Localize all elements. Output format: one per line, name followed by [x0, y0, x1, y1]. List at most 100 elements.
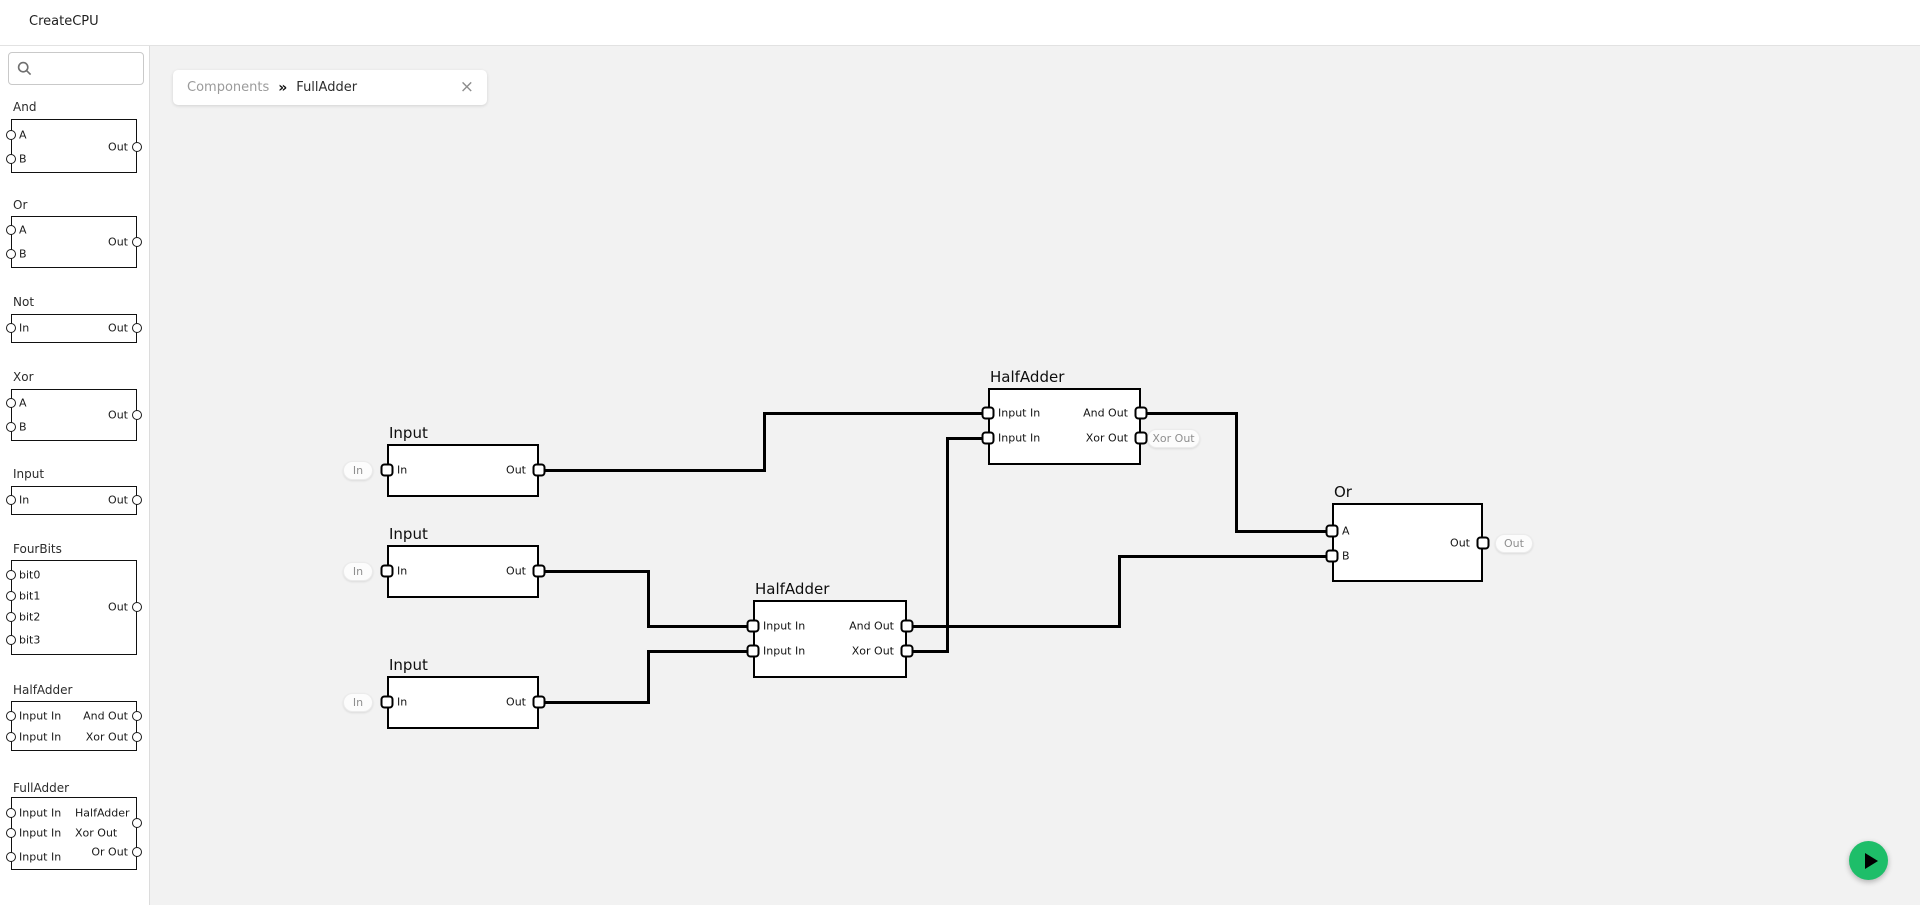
canvas-block-input-1[interactable] — [387, 444, 539, 497]
output-port[interactable] — [900, 644, 914, 658]
wire — [762, 411, 990, 415]
wire — [646, 649, 755, 653]
output-port[interactable] — [1134, 431, 1148, 445]
output-port-label: And Out — [1083, 406, 1128, 420]
output-port-label: And Out — [849, 619, 894, 633]
palette-item-or[interactable] — [11, 216, 137, 268]
external-input-pill[interactable]: In — [343, 693, 373, 712]
input-port — [6, 570, 16, 580]
output-port-label: HalfAdder — [75, 806, 130, 820]
wire — [537, 468, 766, 472]
input-port[interactable] — [380, 564, 394, 578]
palette-section-label-fulladder: FullAdder — [13, 781, 70, 795]
input-port-label: Input In — [998, 431, 1041, 445]
palette-item-xor[interactable] — [11, 389, 137, 441]
input-port-label: Input In — [763, 644, 806, 658]
canvas-block-halfadder-top[interactable] — [988, 388, 1141, 465]
output-port-label: Out — [506, 463, 526, 477]
input-port — [6, 635, 16, 645]
input-port[interactable] — [981, 431, 995, 445]
canvas-block-or-1[interactable] — [1332, 503, 1483, 582]
palette-item-and[interactable] — [11, 119, 137, 173]
output-port-label: And Out — [83, 709, 128, 723]
search-box[interactable] — [8, 52, 144, 85]
palette-section-label-fourbits: FourBits — [13, 542, 62, 556]
palette-item-fulladder[interactable] — [11, 797, 137, 870]
input-port-label: B — [19, 420, 27, 434]
chevron-double-right-icon: » — [278, 79, 288, 96]
input-port-label: B — [19, 247, 27, 261]
close-icon[interactable]: × — [459, 77, 474, 97]
output-port-label: Out — [506, 695, 526, 709]
block-title-halfadder-bottom: HalfAdder — [755, 580, 830, 598]
input-port-label: A — [19, 128, 27, 142]
input-port — [6, 225, 16, 235]
palette-section-label-or: Or — [13, 198, 28, 212]
input-port-label: In — [397, 463, 408, 477]
input-port[interactable] — [380, 695, 394, 709]
block-title-input-2: Input — [389, 525, 428, 543]
input-port — [6, 612, 16, 622]
input-port-label: In — [19, 321, 30, 335]
input-port[interactable] — [380, 463, 394, 477]
component-palette-panel — [0, 45, 150, 905]
external-input-pill[interactable]: In — [343, 461, 373, 480]
output-port-label: Out — [108, 408, 128, 422]
input-port[interactable] — [981, 406, 995, 420]
output-port[interactable] — [1134, 406, 1148, 420]
input-port[interactable] — [1325, 524, 1339, 538]
palette-item-not[interactable] — [11, 314, 137, 343]
wire — [646, 624, 755, 628]
input-port[interactable] — [746, 644, 760, 658]
block-title-input-3: Input — [389, 656, 428, 674]
output-port[interactable] — [532, 463, 546, 477]
input-port-label: Input In — [19, 806, 62, 820]
top-bar: CreateCPU — [0, 0, 1920, 46]
output-port[interactable] — [532, 695, 546, 709]
input-port[interactable] — [746, 619, 760, 633]
input-port — [6, 323, 16, 333]
canvas-block-input-3[interactable] — [387, 676, 539, 729]
wire — [905, 624, 1121, 628]
output-port — [132, 602, 142, 612]
canvas-block-input-2[interactable] — [387, 545, 539, 598]
output-port-label: Out — [506, 564, 526, 578]
run-button[interactable] — [1849, 841, 1888, 880]
input-port — [6, 154, 16, 164]
wire — [537, 569, 650, 573]
output-port-label: Out — [108, 493, 128, 507]
output-port-label: Xor Out — [1085, 431, 1128, 445]
external-input-pill[interactable]: In — [343, 562, 373, 581]
input-port-label: In — [19, 493, 30, 507]
output-port — [132, 237, 142, 247]
input-port[interactable] — [1325, 549, 1339, 563]
palette-item-halfadder[interactable] — [11, 701, 137, 751]
canvas-block-halfadder-bottom[interactable] — [753, 600, 907, 678]
input-port-label: bit3 — [19, 633, 41, 647]
input-port-label: Input In — [19, 730, 62, 744]
breadcrumb-components[interactable]: Components — [187, 80, 270, 95]
tab-fulladder[interactable]: Components » FullAdder × — [173, 70, 487, 105]
input-port — [6, 422, 16, 432]
output-port-label: Xor Out — [851, 644, 894, 658]
input-port-label: A — [19, 396, 27, 410]
output-port[interactable] — [532, 564, 546, 578]
output-port[interactable] — [1476, 536, 1490, 550]
output-port-label: Out — [108, 321, 128, 335]
wire — [1117, 554, 1121, 628]
palette-section-label-halfadder: HalfAdder — [13, 683, 73, 697]
search-input[interactable] — [32, 53, 143, 84]
wire — [762, 411, 766, 472]
input-port — [6, 828, 16, 838]
input-port — [6, 249, 16, 259]
play-icon — [1864, 852, 1878, 869]
output-port-label: Out — [108, 235, 128, 249]
wire — [1234, 529, 1334, 533]
input-port — [6, 732, 16, 742]
input-port-label: Input In — [19, 826, 62, 840]
palette-item-fourbits[interactable] — [11, 560, 137, 655]
output-port-label: Xor Out — [85, 730, 128, 744]
output-port — [132, 732, 142, 742]
wire — [646, 569, 650, 628]
output-port[interactable] — [900, 619, 914, 633]
